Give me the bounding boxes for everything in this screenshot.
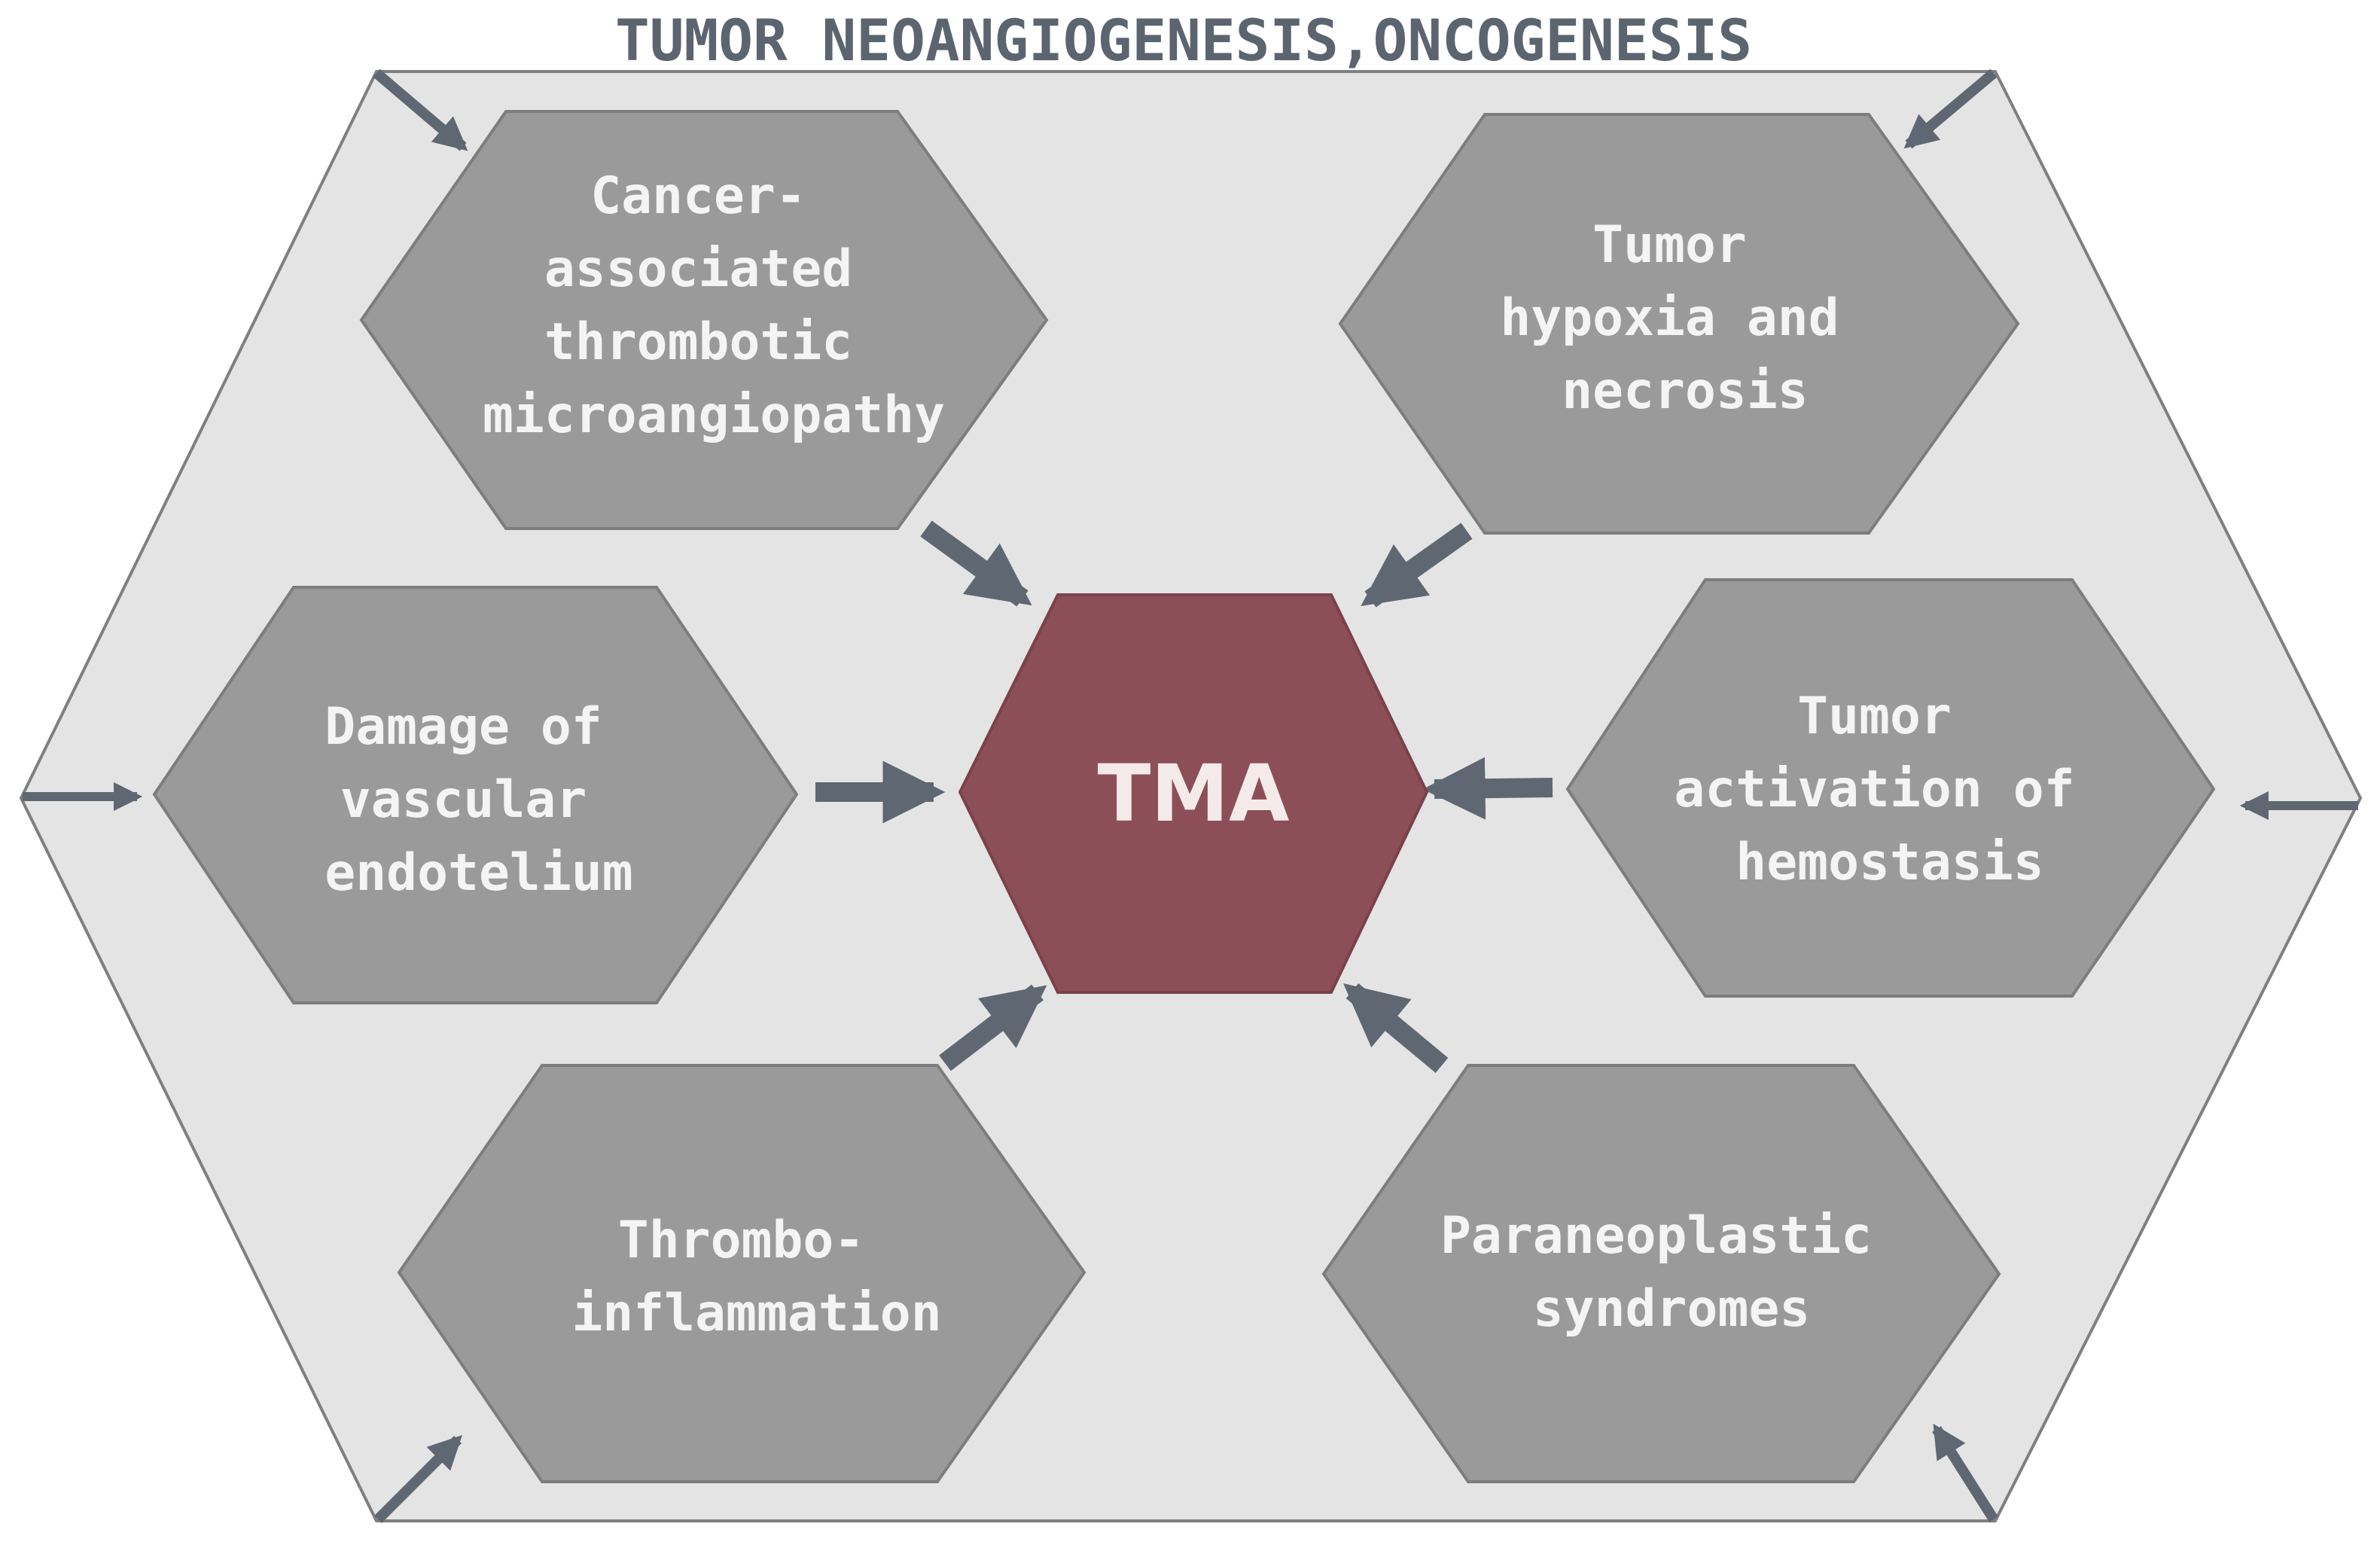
label-line: associated (544, 239, 852, 299)
factor-tumor-hemostasis: Tumor activation of hemostasis (1565, 578, 2216, 998)
hexagon-shape (397, 1064, 1086, 1483)
label-line: thrombotic (544, 312, 852, 372)
label-line: endotelium (325, 843, 632, 903)
outer-arrows (23, 69, 2358, 1523)
label-line: Cancer- (590, 166, 806, 226)
arrow-to-center-bottom-right (1343, 983, 1449, 1073)
label-line: Thrombo- (618, 1211, 865, 1270)
arrow-outer-bottom-right (1932, 1423, 1998, 1522)
arrow-to-center-top-left (920, 520, 1032, 607)
hexagon-shape (1565, 578, 2216, 998)
arrow-to-center-top-right (1361, 523, 1473, 608)
arrow-to-center-bottom-left (939, 984, 1047, 1071)
factor-tumor-hypoxia: Tumor hypoxia and necrosis (1338, 113, 2020, 535)
label-line: vascular (340, 770, 587, 830)
factor-label: Tumor activation of hemostasis (1674, 687, 2105, 892)
hexagon-shape (1338, 113, 2020, 535)
hexagon-shape (1321, 1064, 2001, 1483)
arrow-outer-top-right (1903, 69, 1998, 149)
label-line: activation of (1674, 760, 2074, 819)
factor-label: Damage of vascular endotelium (325, 697, 632, 903)
factor-vascular-damage: Damage of vascular endotelium (152, 586, 799, 1004)
label-line: hemostasis (1735, 833, 2043, 892)
hexagon-shape (359, 110, 1049, 530)
diagram-title: TUMOR NEOANGIOGENESIS,ONCOGENESIS (615, 7, 1752, 74)
factor-paraneoplastic-syndromes: Paraneoplastic syndromes (1321, 1064, 2001, 1483)
label-line: necrosis (1562, 361, 1809, 421)
label-line: inflammation (571, 1284, 941, 1343)
center-label: TMA (1098, 748, 1290, 840)
label-line: Paraneoplastic (1440, 1206, 1872, 1266)
center-tma: TMA (958, 593, 1429, 994)
factor-label: Thrombo- inflammation (571, 1211, 941, 1343)
label-line: Damage of (325, 697, 602, 757)
factor-thromboinflammation: Thrombo- inflammation (397, 1064, 1086, 1483)
factor-label: Tumor hypoxia and necrosis (1500, 215, 1870, 421)
arrow-to-center-right (1422, 757, 1553, 820)
inner-arrows (815, 520, 1553, 1073)
factor-cancer-associated-tma: Cancer- associated thrombotic microangio… (359, 110, 1049, 530)
arrow-outer-bottom-left (374, 1435, 462, 1523)
label-line: hypoxia and (1500, 288, 1839, 348)
hexagon-shape (152, 586, 799, 1004)
arrow-outer-top-left (373, 69, 468, 151)
factor-label: Cancer- associated thrombotic microangio… (483, 166, 945, 445)
label-line: syndromes (1533, 1279, 1810, 1339)
label-line: Tumor (1797, 687, 1952, 746)
label-line: Tumor (1592, 215, 1747, 275)
label-line: microangiopathy (483, 385, 945, 445)
factor-label: Paraneoplastic syndromes (1440, 1206, 1903, 1339)
center-hexagon-shape (958, 593, 1429, 994)
